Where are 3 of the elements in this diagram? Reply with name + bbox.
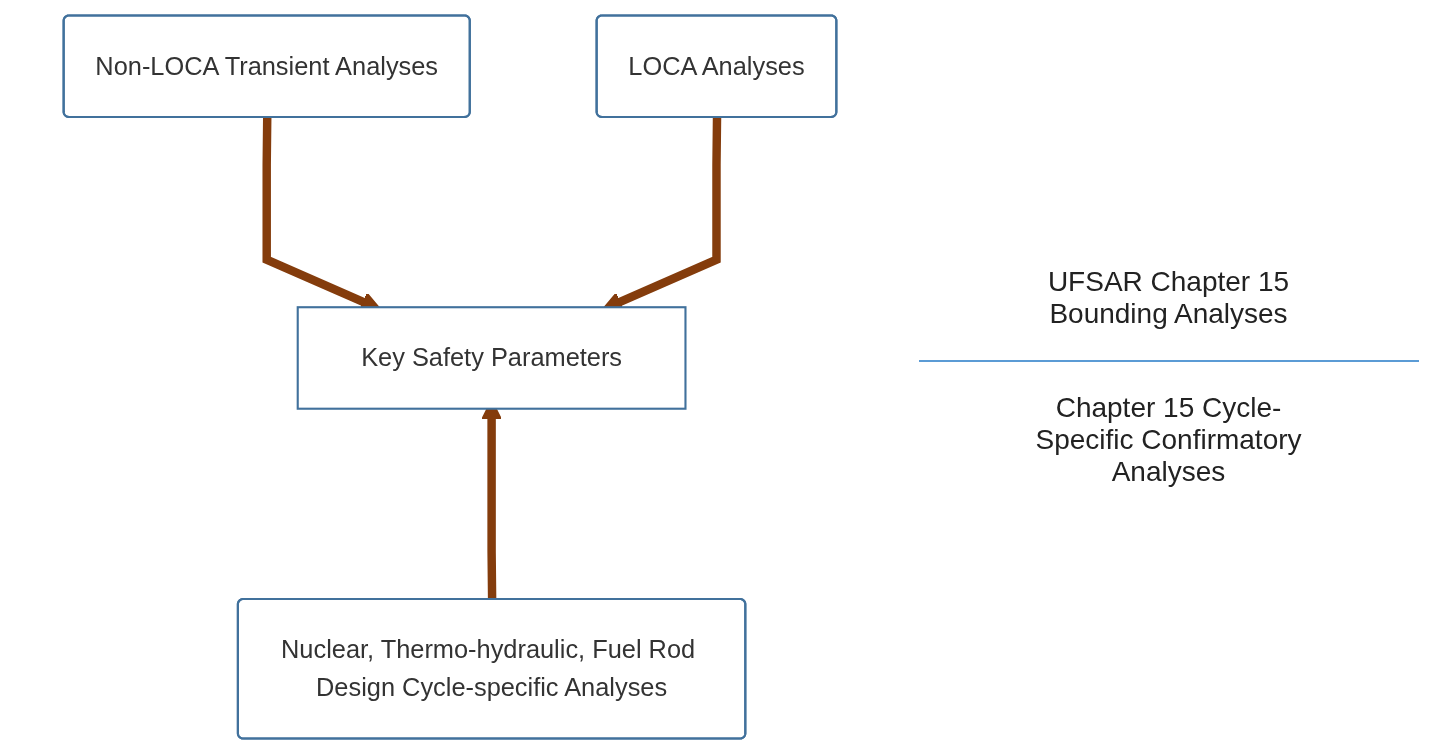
section-label: Chapter 15 Cycle-Specific Confirmatory Analyses [1034,392,1303,488]
node-box: Key Safety Parameters [296,306,687,410]
section-label: UFSAR Chapter 15 Bounding Analyses [1046,266,1291,330]
